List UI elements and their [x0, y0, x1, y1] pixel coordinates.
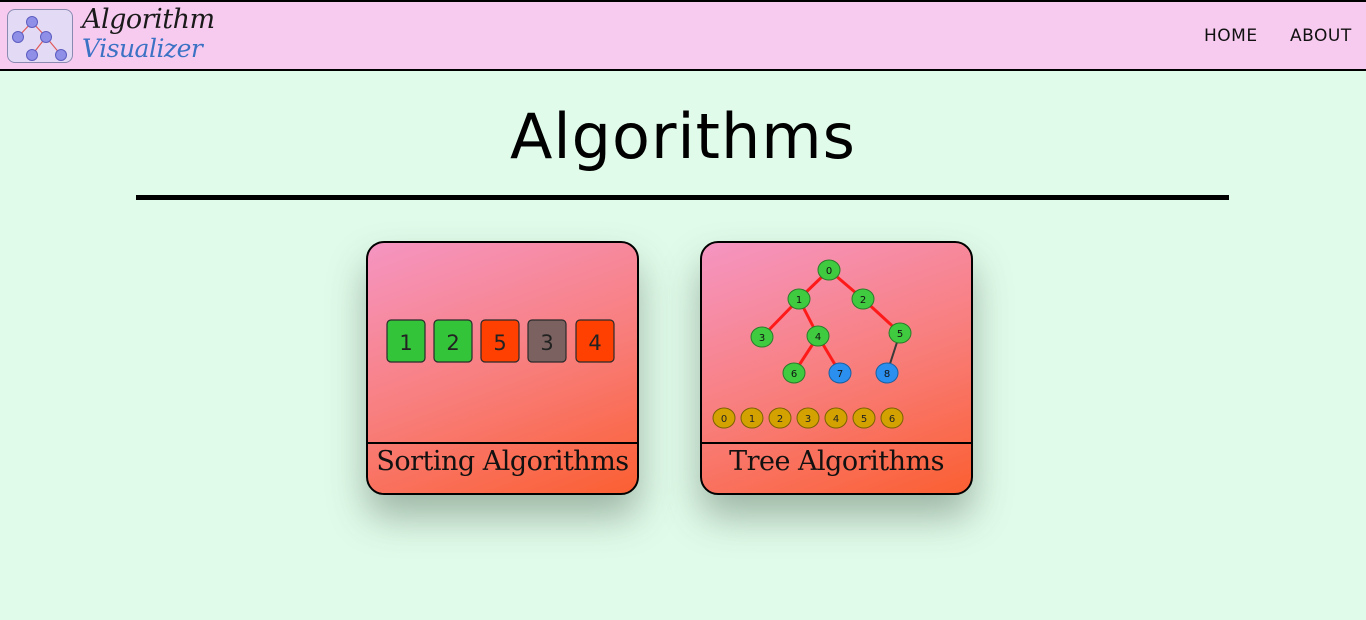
array-value: 3 [540, 331, 553, 355]
traversal-node: 2 [768, 407, 792, 429]
array-bar: 5 [480, 319, 520, 363]
svg-text:6: 6 [889, 414, 895, 425]
svg-text:5: 5 [861, 414, 867, 425]
page-title: Algorithms [510, 100, 856, 173]
svg-text:3: 3 [805, 414, 811, 425]
array-value: 1 [399, 331, 412, 355]
logo-icon[interactable] [7, 9, 73, 63]
array-bar: 3 [527, 319, 567, 363]
traversal-node: 1 [740, 407, 764, 429]
svg-text:1: 1 [749, 414, 755, 425]
traversal-node: 5 [852, 407, 876, 429]
svg-text:0: 0 [826, 266, 832, 277]
tree-node: 3 [750, 326, 774, 348]
nav-home-link[interactable]: HOME [1204, 26, 1258, 46]
svg-text:3: 3 [759, 333, 765, 344]
svg-text:8: 8 [884, 369, 890, 380]
tree-node: 5 [888, 322, 912, 344]
tree-node: 4 [806, 325, 830, 347]
tree-node: 6 [782, 362, 806, 384]
nav-about-link[interactable]: ABOUT [1290, 26, 1352, 46]
traversal-node: 6 [880, 407, 904, 429]
tree-edges [760, 268, 902, 374]
brand-title-line1: Algorithm [82, 4, 215, 35]
tree-node: 1 [787, 288, 811, 310]
sorting-algorithms-card[interactable]: 1 2 5 3 4 Sorting Algorithms [366, 241, 639, 495]
card-title: Sorting Algorithms [376, 446, 629, 477]
svg-text:4: 4 [833, 414, 839, 425]
svg-text:5: 5 [897, 329, 903, 340]
tree-node-highlighted: 8 [875, 362, 899, 384]
array-value: 4 [588, 331, 601, 355]
svg-text:6: 6 [791, 369, 797, 380]
svg-text:2: 2 [860, 295, 866, 306]
traversal-node: 0 [712, 407, 736, 429]
tree-algorithms-card[interactable]: 0 1 2 3 4 5 6 [700, 241, 973, 495]
tree-node-highlighted: 7 [828, 362, 852, 384]
tree-preview-image: 0 1 2 3 4 5 6 [702, 243, 971, 444]
svg-text:2: 2 [777, 414, 783, 425]
array-bar: 1 [386, 319, 426, 363]
navbar: Algorithm Visualizer HOME ABOUT [0, 0, 1366, 71]
traversal-node: 4 [824, 407, 848, 429]
tree-node: 0 [817, 259, 841, 281]
array-value: 5 [493, 331, 506, 355]
array-bar: 2 [433, 319, 473, 363]
traversal-node: 3 [796, 407, 820, 429]
title-divider [136, 195, 1229, 200]
array-value: 2 [446, 331, 459, 355]
array-bar: 4 [575, 319, 615, 363]
svg-text:4: 4 [815, 332, 821, 343]
svg-text:0: 0 [721, 414, 727, 425]
sorting-preview-image: 1 2 5 3 4 [368, 243, 637, 444]
card-title: Tree Algorithms [729, 446, 944, 477]
tree-node: 2 [851, 288, 875, 310]
brand-title-line2: Visualizer [82, 34, 203, 63]
brand[interactable]: Algorithm Visualizer [80, 4, 220, 70]
svg-text:1: 1 [796, 295, 802, 306]
svg-text:7: 7 [837, 369, 843, 380]
